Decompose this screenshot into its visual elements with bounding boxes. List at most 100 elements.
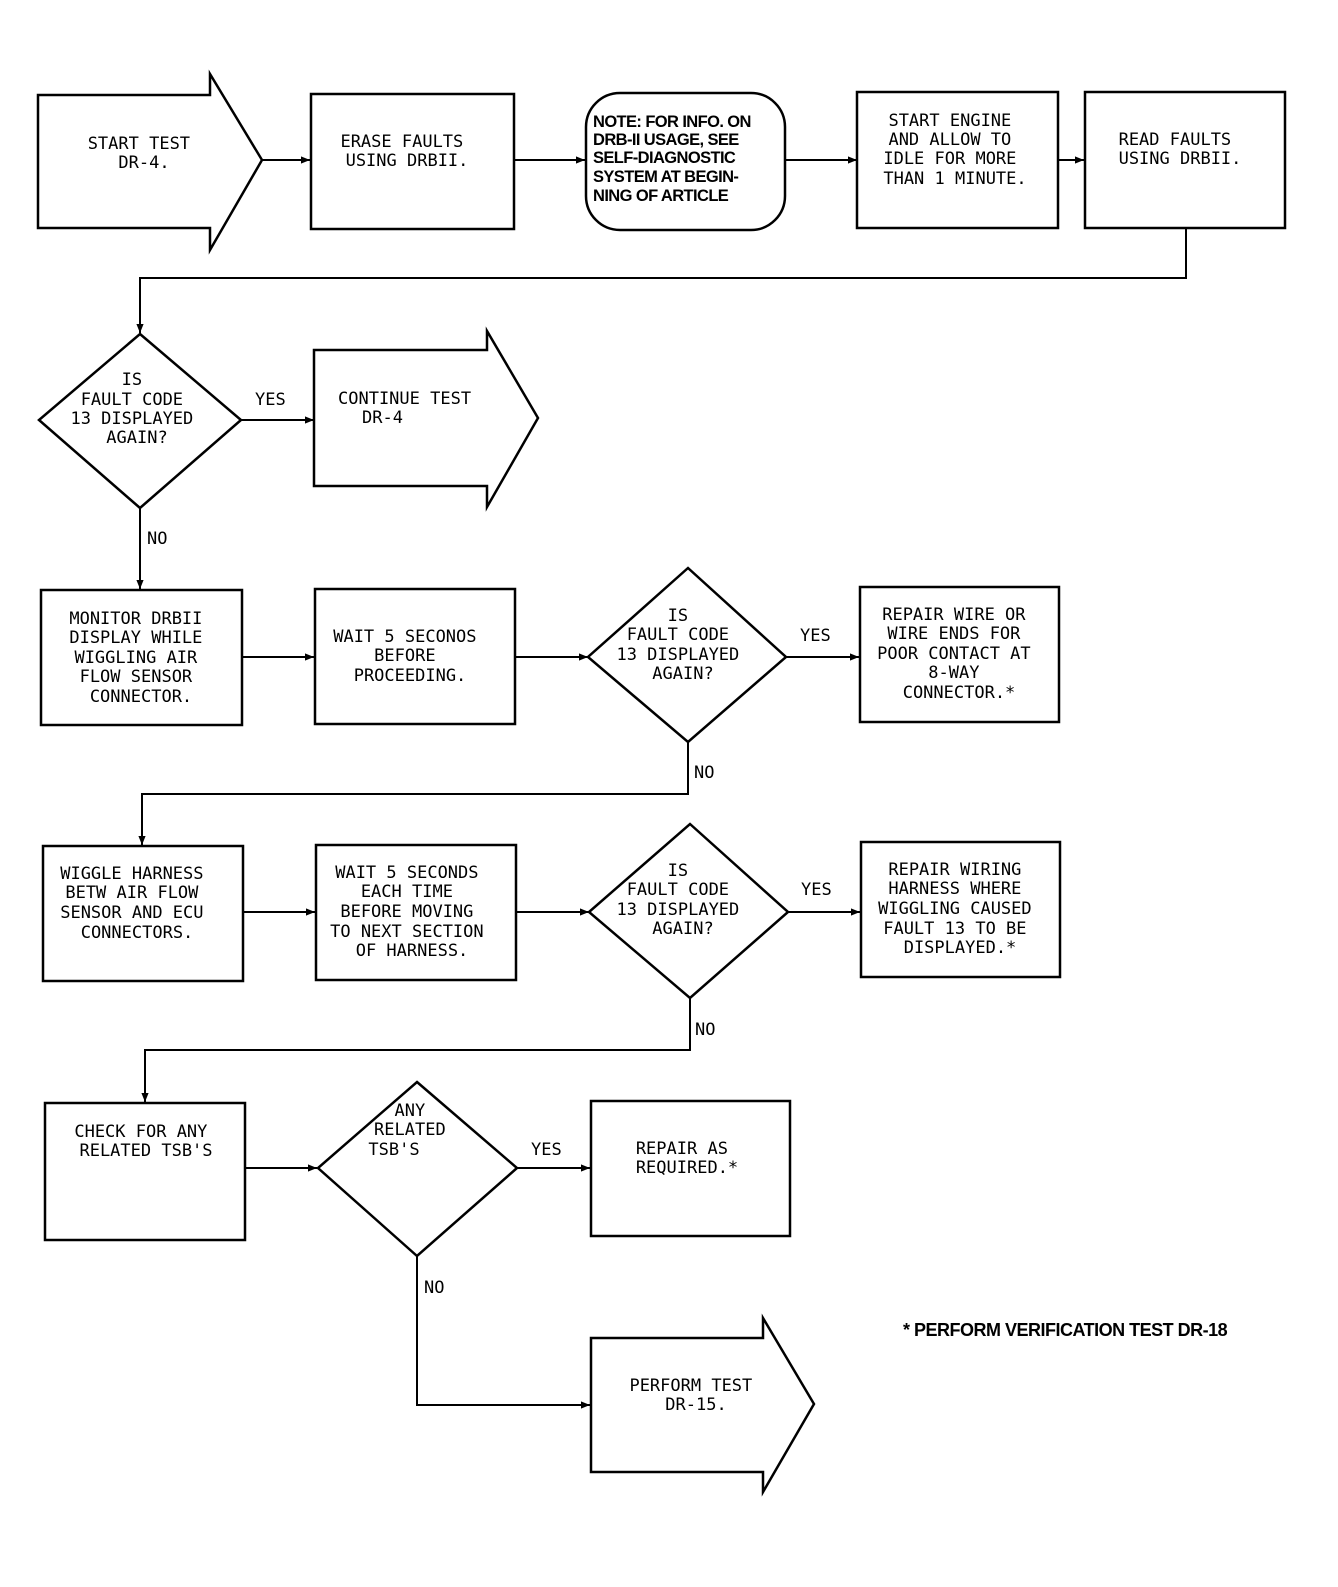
decision-4-no-label: NO bbox=[424, 1278, 444, 1298]
arrow-decision-3-no bbox=[141, 998, 691, 1102]
monitor-drbii-line-1: MONITOR DRBII bbox=[69, 609, 202, 629]
repair-wiring-harness-line-3: WIGGLING CAUSED bbox=[878, 899, 1032, 919]
repair-wiring-harness-box bbox=[859, 840, 1062, 979]
decision-1-line-2: FAULT CODE bbox=[81, 390, 183, 410]
decision-2-line-1: IS bbox=[668, 606, 688, 626]
perform-test-line-2: DR-15. bbox=[665, 1395, 726, 1415]
arrow-read-to-decision-1 bbox=[136, 228, 1187, 333]
decision-4-diamond bbox=[316, 1080, 519, 1258]
wiggle-harness-line-4: CONNECTORS. bbox=[81, 923, 194, 943]
decision-1-yes-label: YES bbox=[255, 390, 286, 410]
decision-3-label: IS FAULT CODE 13 DISPLAYED AGAIN? bbox=[616, 861, 749, 939]
decision-3-line-1: IS bbox=[668, 861, 688, 881]
read-faults-label: READ FAULTS USING DRBII. bbox=[1119, 130, 1242, 169]
decision-3-no-label: NO bbox=[695, 1020, 715, 1040]
wait-5-seconds-2-label: WAIT 5 SECONDS EACH TIME BEFORE MOVING T… bbox=[330, 863, 494, 961]
repair-wire-box bbox=[858, 585, 1061, 724]
repair-wire-label: REPAIR WIRE OR WIRE ENDS FOR POOR CONTAC… bbox=[877, 605, 1041, 703]
decision-2-label: IS FAULT CODE 13 DISPLAYED AGAIN? bbox=[616, 606, 749, 684]
wait-5-seconds-2-line-3: BEFORE MOVING bbox=[340, 902, 473, 922]
decision-1-diamond bbox=[37, 332, 243, 510]
start-engine-line-3: IDLE FOR MORE bbox=[883, 149, 1016, 169]
read-faults-line-2: USING DRBII. bbox=[1119, 149, 1242, 169]
decision-4-line-3: TSB'S bbox=[368, 1140, 419, 1160]
repair-wiring-harness-line-1: REPAIR WIRING bbox=[888, 860, 1021, 880]
verification-footnote: * PERFORM VERIFICATION TEST DR-18 bbox=[903, 1320, 1228, 1340]
note-box bbox=[584, 91, 787, 232]
decision-1-line-3: 13 DISPLAYED bbox=[70, 409, 193, 429]
connectors bbox=[136, 156, 1187, 1409]
wait-5-seconds-1-line-3: PROCEEDING. bbox=[354, 666, 467, 686]
wiggle-harness-box bbox=[41, 844, 245, 983]
repair-wire-line-2: WIRE ENDS FOR bbox=[887, 624, 1021, 644]
decision-1-line-1: IS bbox=[122, 370, 142, 390]
monitor-drbii-line-5: CONNECTOR. bbox=[90, 687, 192, 707]
wait-5-seconds-2-line-2: EACH TIME bbox=[361, 882, 453, 902]
start-test-line-2: DR-4. bbox=[118, 153, 169, 173]
decision-3-line-2: FAULT CODE bbox=[627, 880, 729, 900]
erase-faults-label: ERASE FAULTS USING DRBII. bbox=[340, 132, 473, 171]
decision-3-line-4: AGAIN? bbox=[652, 919, 713, 939]
repair-as-required-label: REPAIR AS REQUIRED.* bbox=[636, 1139, 738, 1178]
start-engine-box bbox=[855, 90, 1060, 230]
note-label: NOTE: FOR INFO. ON DRB-II USAGE, SEE SEL… bbox=[593, 113, 755, 205]
repair-as-required-line-2: REQUIRED.* bbox=[636, 1158, 738, 1178]
read-faults-line-1: READ FAULTS bbox=[1119, 130, 1232, 150]
repair-wiring-harness-line-5: DISPLAYED.* bbox=[904, 938, 1017, 958]
decision-2-diamond bbox=[586, 566, 788, 744]
erase-faults-line-1: ERASE FAULTS bbox=[340, 132, 463, 152]
note-line-2: DRB-II USAGE, SEE bbox=[593, 131, 739, 149]
start-test-line-1: START TEST bbox=[88, 134, 190, 154]
start-engine-label: START ENGINE AND ALLOW TO IDLE FOR MORE … bbox=[883, 111, 1026, 189]
repair-wiring-harness-label: REPAIR WIRING HARNESS WHERE WIGGLING CAU… bbox=[878, 860, 1042, 958]
wiggle-harness-line-1: WIGGLE HARNESS bbox=[60, 864, 203, 884]
note-line-4: SYSTEM AT BEGIN- bbox=[593, 168, 738, 186]
repair-wiring-harness-line-4: FAULT 13 TO BE bbox=[883, 919, 1026, 939]
decision-4-yes-label: YES bbox=[531, 1140, 562, 1160]
wait-5-seconds-2-line-4: TO NEXT SECTION bbox=[330, 922, 484, 942]
repair-wire-line-1: REPAIR WIRE OR bbox=[882, 605, 1026, 625]
arrow-decision-4-no bbox=[416, 1256, 590, 1409]
erase-faults-line-2: USING DRBII. bbox=[346, 151, 469, 171]
wiggle-harness-label: WIGGLE HARNESS BETW AIR FLOW SENSOR AND … bbox=[60, 864, 214, 943]
decision-4-label: ANY RELATED TSB'S bbox=[368, 1101, 456, 1160]
repair-as-required-line-1: REPAIR AS bbox=[636, 1139, 728, 1159]
continue-test-line-1: CONTINUE TEST bbox=[338, 389, 471, 409]
decision-2-line-3: 13 DISPLAYED bbox=[616, 645, 739, 665]
continue-test-arrow-shape bbox=[312, 326, 540, 512]
decision-3-line-3: 13 DISPLAYED bbox=[616, 900, 739, 920]
erase-faults-box bbox=[309, 92, 516, 231]
shapes bbox=[36, 69, 1287, 1497]
decision-2-line-4: AGAIN? bbox=[652, 664, 713, 684]
decision-4-line-2: RELATED bbox=[374, 1120, 446, 1140]
wait-5-seconds-1-line-1: WAIT 5 SECONOS bbox=[333, 627, 476, 647]
perform-test-label: PERFORM TEST DR-15. bbox=[629, 1376, 762, 1415]
repair-wire-line-3: POOR CONTACT AT bbox=[877, 644, 1031, 664]
start-test-arrow-shape bbox=[36, 69, 264, 255]
decision-3-yes-label: YES bbox=[801, 880, 832, 900]
decision-2-line-2: FAULT CODE bbox=[627, 625, 729, 645]
check-tsbs-label: CHECK FOR ANY RELATED TSB'S bbox=[74, 1122, 217, 1161]
edge-labels: YES NO YES NO YES NO YES NO bbox=[147, 390, 832, 1298]
wiggle-harness-line-3: SENSOR AND ECU bbox=[60, 903, 203, 923]
decision-2-yes-label: YES bbox=[800, 626, 831, 646]
wait-5-seconds-1-label: WAIT 5 SECONOS BEFORE PROCEEDING. bbox=[333, 627, 487, 686]
start-engine-line-1: START ENGINE bbox=[888, 111, 1011, 131]
note-line-3: SELF-DIAGNOSTIC bbox=[593, 149, 736, 167]
monitor-drbii-line-2: DISPLAY WHILE bbox=[69, 628, 202, 648]
start-test-label: START TEST DR-4. bbox=[88, 134, 201, 173]
monitor-drbii-line-4: FLOW SENSOR bbox=[80, 667, 193, 687]
wait-5-seconds-2-line-5: OF HARNESS. bbox=[356, 941, 469, 961]
continue-test-label: CONTINUE TEST DR-4 bbox=[338, 389, 481, 428]
start-engine-line-2: AND ALLOW TO bbox=[888, 130, 1011, 150]
wait-5-seconds-box-1 bbox=[313, 587, 517, 726]
check-tsbs-box bbox=[43, 1101, 247, 1242]
repair-wire-line-5: CONNECTOR.* bbox=[903, 683, 1016, 703]
perform-test-line-1: PERFORM TEST bbox=[629, 1376, 752, 1396]
check-tsbs-line-2: RELATED TSB'S bbox=[79, 1141, 212, 1161]
monitor-drbii-box bbox=[39, 588, 244, 727]
repair-wire-line-4: 8-WAY bbox=[928, 663, 979, 683]
repair-as-required-box bbox=[589, 1099, 792, 1238]
note-line-1: NOTE: FOR INFO. ON bbox=[593, 113, 751, 131]
